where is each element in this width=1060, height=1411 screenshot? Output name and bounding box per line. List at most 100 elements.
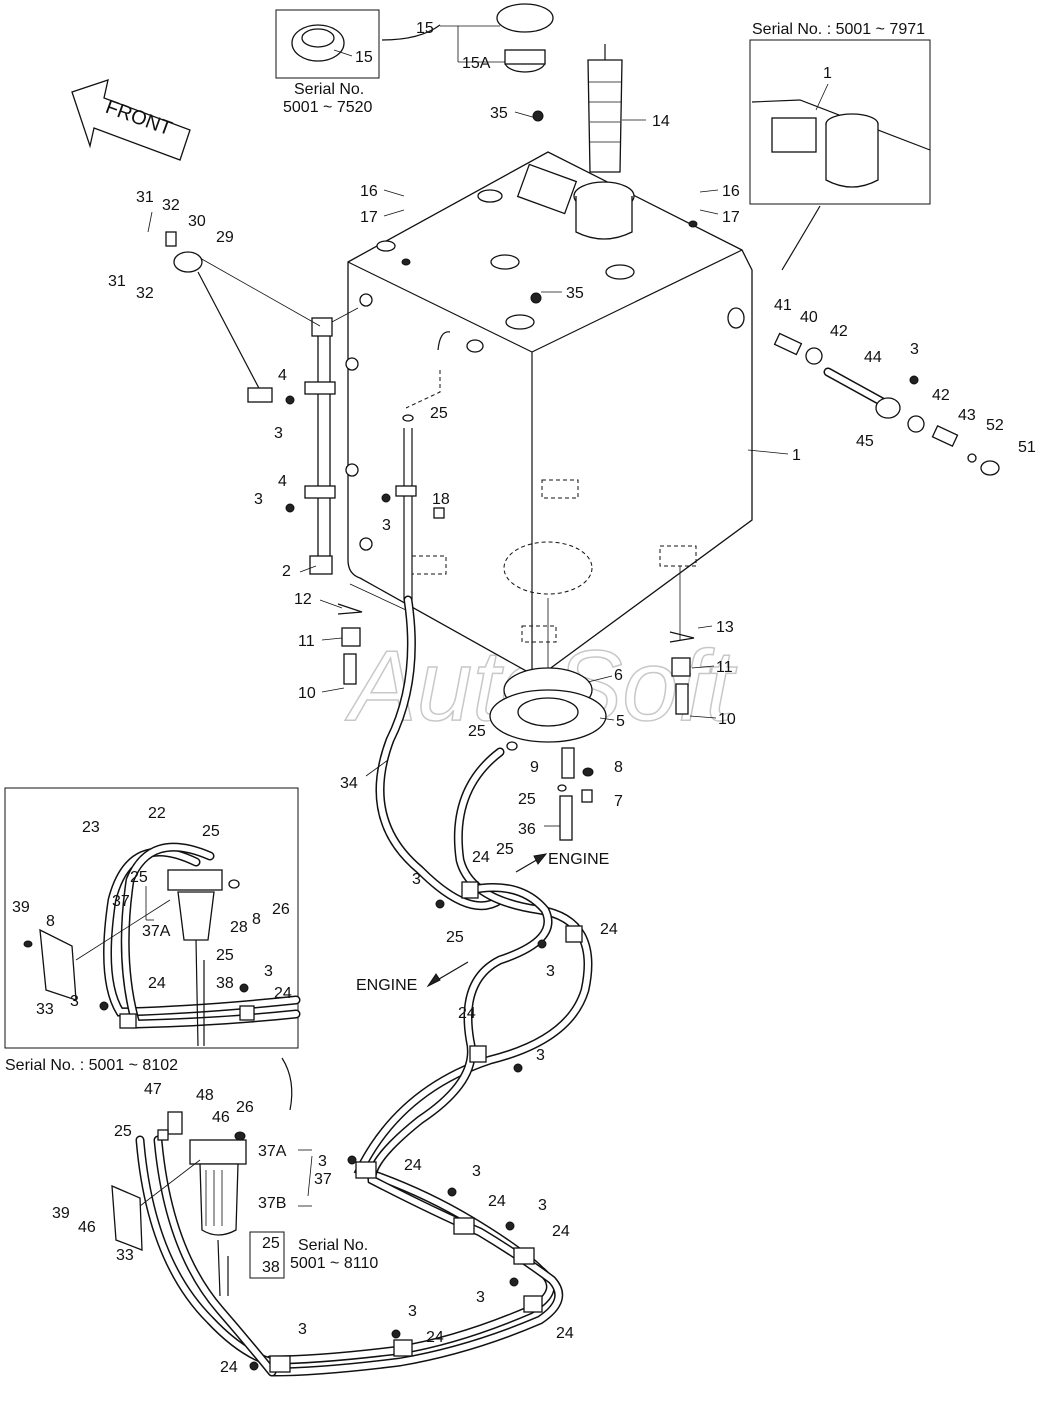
callout: 31 (108, 273, 126, 290)
callout: 16 (360, 183, 378, 200)
callout: 12 (294, 591, 312, 608)
callout: 24 (458, 1005, 476, 1022)
callout: 3 (318, 1153, 327, 1170)
callout: 23 (82, 819, 100, 836)
callout: 13 (716, 619, 734, 636)
callout: 9 (530, 759, 539, 776)
callout: 7 (614, 793, 623, 810)
callout: 34 (340, 775, 358, 792)
callout: 24 (220, 1359, 238, 1376)
callout: 6 (614, 667, 623, 684)
callout: 11 (716, 659, 733, 676)
callout: 38 (262, 1259, 280, 1276)
callout: 25 (130, 869, 148, 886)
callout: 8 (252, 911, 261, 928)
return-fitting (773, 332, 1000, 476)
callout: 25 (216, 947, 234, 964)
callout: 24 (274, 985, 292, 1002)
callout: 2 (282, 563, 291, 580)
callout: 46 (212, 1109, 230, 1126)
callout-15-inset: 15 (355, 49, 373, 66)
serial-8110-line1: Serial No. (298, 1237, 368, 1254)
callout: 31 (136, 189, 154, 206)
callout: 3 (538, 1197, 547, 1214)
callout: 39 (12, 899, 30, 916)
callout: 39 (52, 1205, 70, 1222)
serial-7520-line2: 5001 ~ 7520 (283, 99, 373, 116)
callout: 24 (556, 1325, 574, 1342)
engine-label-1: ENGINE (548, 851, 609, 868)
callout: 15 (416, 20, 434, 37)
callout: 37 (112, 893, 130, 910)
callout: 42 (932, 387, 950, 404)
callout: 16 (722, 183, 740, 200)
callout: 25 (202, 823, 220, 840)
callout: 29 (216, 229, 234, 246)
callout: 3 (254, 491, 263, 508)
strainer (587, 59, 623, 173)
callout: 17 (360, 209, 378, 226)
filler-cap (496, 3, 606, 96)
vent-pipe (395, 414, 445, 600)
callout: 33 (116, 1247, 134, 1264)
callout: 25 (518, 791, 536, 808)
callout: 4 (278, 473, 287, 490)
callouts: 15 15A 14 35 16 17 16 17 31 32 30 29 31 … (12, 20, 1036, 1376)
callout: 40 (800, 309, 818, 326)
callout: 47 (144, 1081, 162, 1098)
serial-7971: Serial No. : 5001 ~ 7971 (752, 21, 925, 38)
callout: 3 (536, 1047, 545, 1064)
callout: 3 (910, 341, 919, 358)
callout: 52 (986, 417, 1004, 434)
callout-1-inset: 1 (823, 65, 832, 82)
level-gauge (199, 257, 359, 575)
callout: 8 (46, 913, 55, 930)
callout: 45 (856, 433, 874, 450)
callout: 15A (462, 55, 491, 72)
tank-mounts (337, 603, 695, 715)
callout: 24 (426, 1329, 444, 1346)
callout: 35 (566, 285, 584, 302)
callout: 8 (614, 759, 623, 776)
serial-7520-line1: Serial No. (294, 81, 364, 98)
leader-lines (145, 25, 789, 1207)
callout: 24 (404, 1157, 422, 1174)
callout: 41 (774, 297, 792, 314)
callout: 3 (264, 963, 273, 980)
callout: 5 (616, 713, 625, 730)
callout: 24 (472, 849, 490, 866)
callout: 25 (446, 929, 464, 946)
callout: 3 (476, 1289, 485, 1306)
lower-filter (111, 1111, 285, 1297)
callout: 24 (488, 1193, 506, 1210)
front-arrow: FRONT (71, 79, 191, 161)
callout: 3 (298, 1321, 307, 1338)
callout: 3 (70, 993, 79, 1010)
callout: 3 (412, 871, 421, 888)
inset-cap: 15 Serial No. 5001 ~ 7520 (275, 9, 441, 116)
callout: 44 (864, 349, 882, 366)
callout: 3 (546, 963, 555, 980)
callout: 24 (552, 1223, 570, 1240)
callout: 25 (468, 723, 486, 740)
callout: 42 (830, 323, 848, 340)
callout: 36 (518, 821, 536, 838)
callout: 18 (432, 491, 450, 508)
callout: 10 (298, 685, 316, 702)
serial-8102: Serial No. : 5001 ~ 8102 (5, 1057, 178, 1074)
callout: 3 (472, 1163, 481, 1180)
callout: 4 (278, 367, 287, 384)
callout: 32 (136, 285, 154, 302)
callout: 30 (188, 213, 206, 230)
engine-arrows: ENGINE ENGINE (356, 851, 609, 994)
callout: 37A (142, 923, 171, 940)
callout: 35 (490, 105, 508, 122)
inset-filler: Serial No. : 5001 ~ 7971 1 (749, 21, 931, 271)
callout: 1 (792, 447, 801, 464)
callout: 46 (78, 1219, 96, 1236)
callout: 33 (36, 1001, 54, 1018)
fuel-hoses (135, 595, 593, 1377)
engine-label-2: ENGINE (356, 977, 417, 994)
callout: 22 (148, 805, 166, 822)
callout: 38 (216, 975, 234, 992)
